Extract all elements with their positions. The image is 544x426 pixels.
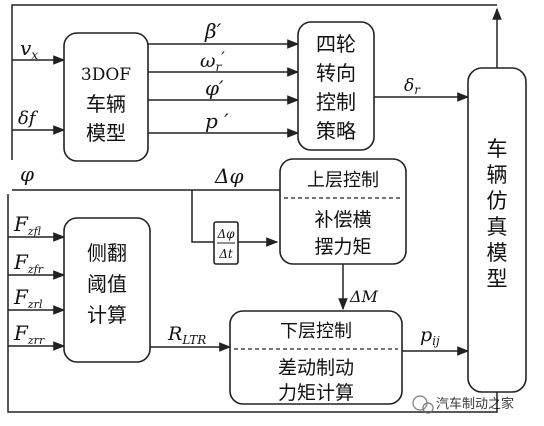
dphi-dt-numerator: Δφ — [216, 227, 235, 241]
pij-label: pij — [420, 324, 440, 348]
vehicle-sim-char-1: 车 — [487, 137, 508, 161]
vehicle-sim-char-3: 仿 — [487, 189, 508, 213]
fzrr-label: Fzrr — [13, 321, 45, 347]
vehicle-simulation-block — [467, 67, 527, 393]
3dof-line-1: 3DOF — [81, 65, 131, 85]
fzrl-label: Fzrl — [13, 285, 43, 311]
rollover-threshold-block — [63, 217, 151, 363]
rollover-line-3: 计算 — [87, 303, 127, 327]
3dof-vehicle-model-block — [63, 32, 149, 162]
upper-body-line-2: 摆力矩 — [314, 236, 371, 258]
dphi-dt-denominator: Δt — [218, 247, 233, 261]
rltr-label: RLTR — [167, 323, 206, 347]
fws-line-4: 策略 — [316, 119, 356, 143]
watermark: 汽车制动之家 — [412, 395, 514, 414]
upper-control-title: 上层控制 — [307, 170, 379, 191]
p-prime-label: p ′ — [205, 109, 229, 133]
watermark-text: 汽车制动之家 — [436, 396, 514, 412]
lower-body-line-2: 力矩计算 — [278, 382, 354, 404]
3dof-line-2: 车辆 — [86, 92, 126, 116]
delta-f-label: δf — [18, 108, 39, 129]
lower-control-title: 下层控制 — [280, 321, 352, 342]
feedback-line-top — [11, 4, 497, 160]
beta-label: β′ — [204, 19, 222, 43]
phi-label: φ — [20, 162, 34, 186]
fws-line-2: 转向 — [316, 61, 356, 85]
upper-control-block — [279, 158, 407, 265]
delta-m-label: ΔM — [349, 287, 379, 306]
vehicle-sim-char-2: 辆 — [487, 163, 508, 187]
dphi-line — [191, 190, 214, 243]
delta-r-label: δr — [404, 76, 421, 97]
phi-prime-label: φ′ — [205, 76, 224, 100]
fzfr-label: Fzfr — [13, 250, 44, 276]
3dof-line-3: 模型 — [86, 121, 126, 145]
vx-label: vx — [20, 36, 38, 62]
rollover-line-1: 侧翻 — [87, 241, 127, 265]
vehicle-sim-char-5: 模 — [487, 241, 508, 265]
fzfl-label: Fzfl — [13, 212, 42, 238]
dphi-label: Δφ — [214, 164, 243, 188]
four-wheel-steering-block — [297, 21, 375, 151]
feedback-line-bottom — [7, 194, 498, 413]
rollover-line-2: 阈值 — [87, 272, 127, 296]
lower-control-block — [229, 310, 403, 405]
vehicle-sim-char-6: 型 — [487, 267, 508, 291]
lower-body-line-1: 差动制动 — [278, 357, 354, 379]
fws-line-3: 控制 — [316, 90, 356, 114]
omega-label: ωr′ — [200, 48, 225, 74]
fws-line-1: 四轮 — [316, 32, 356, 56]
upper-body-line-1: 补偿横 — [314, 209, 371, 231]
vehicle-sim-char-4: 真 — [487, 215, 508, 239]
wechat-icon — [412, 395, 428, 411]
